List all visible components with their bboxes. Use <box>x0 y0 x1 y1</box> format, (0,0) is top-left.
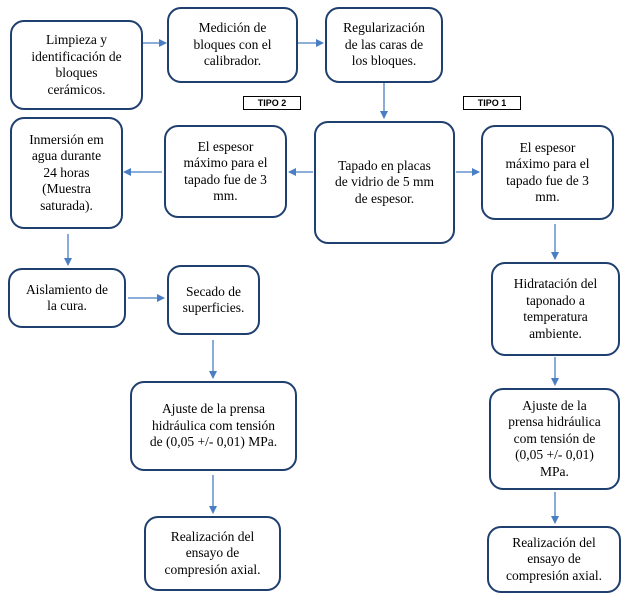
box-realizacion-tipo2-label: Realización del ensayo de compresión axi… <box>164 528 261 577</box>
box-realizacion-tipo1: Realización del ensayo de compresión axi… <box>487 526 621 593</box>
box-aislamiento: Aislamiento de la cura. <box>8 268 126 328</box>
box-medicion: Medición de bloques con el calibrador. <box>167 7 298 83</box>
box-tapado: Tapado en placas de vidrio de 5 mm de es… <box>314 121 455 244</box>
box-ajuste-tipo1: Ajuste de la prensa hidráulica com tensi… <box>489 388 620 490</box>
tag-tipo1-label: TIPO 1 <box>477 98 507 108</box>
tag-tipo2-label: TIPO 2 <box>257 98 287 108</box>
box-regularizacion-label: Regularización de las caras de los bloqu… <box>343 20 425 69</box>
box-inmersion-label: Inmersión em agua durante 24 horas (Mues… <box>29 131 104 213</box>
box-ajuste-tipo1-label: Ajuste de la prensa hidráulica com tensi… <box>508 397 601 479</box>
box-secado-label: Secado de superficies. <box>182 283 245 316</box>
box-espesor-tipo2-label: El espesor máximo para el tapado fue de … <box>183 138 268 204</box>
box-hidratacion-label: Hidratación del taponado a temperatura a… <box>513 276 598 341</box>
box-ajuste-tipo2: Ajuste de la prensa hidráulica com tensi… <box>130 381 297 471</box>
box-espesor-tipo1-label: El espesor máximo para el tapado fue de … <box>505 139 590 205</box>
box-secado: Secado de superficies. <box>167 265 260 335</box>
box-limpieza-label: Limpieza y identificación de bloques cer… <box>31 32 122 97</box>
box-espesor-tipo2: El espesor máximo para el tapado fue de … <box>164 125 287 218</box>
box-inmersion: Inmersión em agua durante 24 horas (Mues… <box>10 117 123 229</box>
box-realizacion-tipo2: Realización del ensayo de compresión axi… <box>144 516 281 591</box>
box-ajuste-tipo2-label: Ajuste de la prensa hidráulica com tensi… <box>149 401 278 450</box>
box-realizacion-tipo1-label: Realización del ensayo de compresión axi… <box>506 534 602 583</box>
box-aislamiento-label: Aislamiento de la cura. <box>25 281 109 314</box>
tag-tipo2: TIPO 2 <box>243 96 301 110</box>
box-espesor-tipo1: El espesor máximo para el tapado fue de … <box>481 125 614 220</box>
box-limpieza: Limpieza y identificación de bloques cer… <box>10 20 143 110</box>
box-regularizacion: Regularización de las caras de los bloqu… <box>325 7 443 83</box>
box-medicion-label: Medición de bloques con el calibrador. <box>193 20 272 69</box>
tag-tipo1: TIPO 1 <box>463 96 521 110</box>
box-tapado-label: Tapado en placas de vidrio de 5 mm de es… <box>335 157 434 206</box>
box-hidratacion: Hidratación del taponado a temperatura a… <box>491 262 620 356</box>
